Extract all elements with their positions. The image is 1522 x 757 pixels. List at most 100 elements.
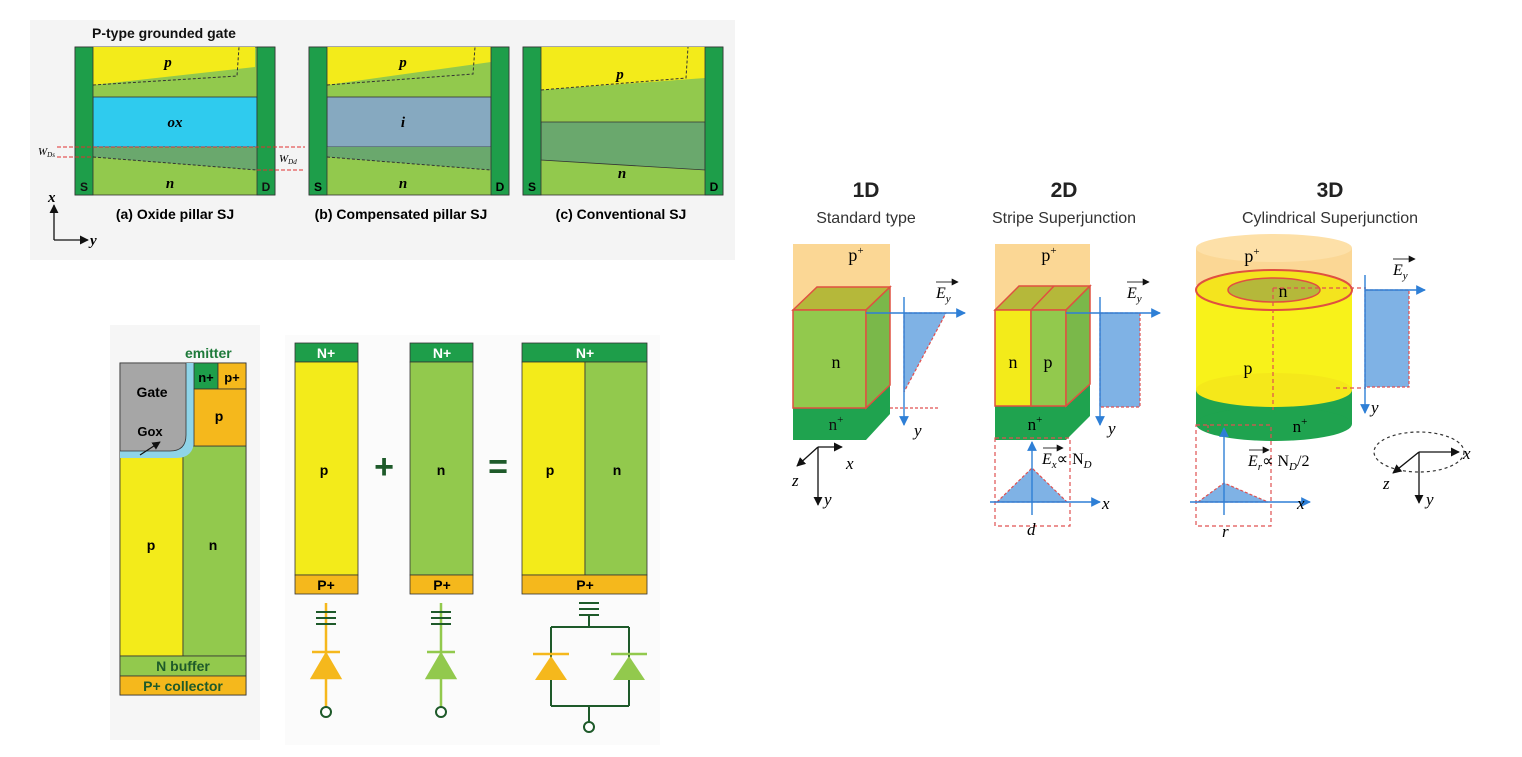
p-collector-layer xyxy=(119,675,247,696)
subtitle-2d: Stripe Superjunction xyxy=(992,210,1136,227)
gox-label: Gox xyxy=(137,424,163,439)
igbt-pplus-region xyxy=(217,362,247,390)
drain-label-c: D xyxy=(710,180,719,194)
y-label-1d-field: y xyxy=(912,421,922,440)
title-1d: 1D xyxy=(853,179,880,202)
source-contact-a xyxy=(74,46,94,196)
structure-b-n-label: n xyxy=(399,176,407,192)
axis-y-3d: y xyxy=(1424,490,1434,509)
compensated-pillar xyxy=(326,96,492,148)
y-label-2d-field: y xyxy=(1106,419,1116,438)
igbt-n-column xyxy=(182,445,247,657)
structure-b-p-region xyxy=(327,47,491,85)
structure-b-depletion-edge xyxy=(326,156,492,171)
column-sj-p-label: p xyxy=(546,462,555,478)
structure-a-depletion-edge xyxy=(92,156,258,171)
axis-x-3d: x xyxy=(1462,444,1471,463)
ex-formula-2d: Ex∝ ND xyxy=(1041,451,1092,471)
source-contact-c xyxy=(522,46,542,196)
source-label-c: S xyxy=(528,180,536,194)
xy-axes-top: x y xyxy=(47,190,97,249)
label-3d-p: p+ xyxy=(1244,246,1259,266)
ey-label-1d: Ey xyxy=(935,285,951,305)
axis-y-label-top: y xyxy=(88,233,97,249)
caption-b: (b) Compensated pillar SJ xyxy=(315,206,488,222)
drain-contact-b xyxy=(490,46,510,196)
structure-b-i-label: i xyxy=(401,115,406,131)
column-n: N+ n P+ xyxy=(409,342,474,718)
wdd-label: WDd xyxy=(279,153,297,166)
label-3d-nplus: n+ xyxy=(1293,416,1308,436)
igbt-pplus-label: p+ xyxy=(224,370,240,385)
n-buffer-label: N buffer xyxy=(156,658,210,674)
ey-label-3d: Ey xyxy=(1392,262,1408,282)
axis-x-label-top: x xyxy=(47,190,56,206)
xyz-axes-1d: x y z xyxy=(791,442,854,509)
r-dimension-label: r xyxy=(1222,522,1229,541)
superposition-panel: N+ p P+ + N+ n P+ xyxy=(285,335,660,745)
structure-c-p-label: p xyxy=(614,67,624,83)
caption-c: (c) Conventional SJ xyxy=(556,206,687,222)
label-2d-nplus: n+ xyxy=(1028,414,1043,434)
structure-c: p n S D (c) Conventional SJ xyxy=(522,46,724,222)
sj-structures-panel: P-type grounded gate p ox n S D (a) Oxid… xyxy=(30,20,735,260)
igbt-pwell-label: p xyxy=(215,408,224,424)
igbt-nplus-label: n+ xyxy=(198,370,214,385)
parallel-diodes-symbol xyxy=(533,602,647,733)
source-contact-b xyxy=(308,46,328,196)
axis-y-1d: y xyxy=(822,490,832,509)
drain-contact-a xyxy=(256,46,276,196)
grounded-gate-header: P-type grounded gate xyxy=(92,25,236,41)
structure-a-n-label: n xyxy=(166,176,174,192)
axis-z-1d: z xyxy=(791,471,799,490)
label-3d-p-shell: p xyxy=(1244,358,1253,378)
column-n-body xyxy=(409,361,474,576)
structure-a-p-region xyxy=(93,47,255,85)
ey-label-2d: Ey xyxy=(1126,285,1142,305)
wds-label: WDs xyxy=(38,146,55,159)
label-2d-p-stripe: p xyxy=(1044,352,1053,372)
structure-b: p i n S D (b) Compensated pillar SJ xyxy=(308,46,510,222)
source-label-a: S xyxy=(80,180,88,194)
column-p-bottom-label: P+ xyxy=(317,577,335,593)
gate-label: Gate xyxy=(136,384,167,400)
structure-c-n-label: n xyxy=(618,166,626,182)
column-n-bottom-label: P+ xyxy=(433,577,451,593)
drain-contact-c xyxy=(704,46,724,196)
igbt-p-well xyxy=(193,388,247,447)
igbt-nplus-region xyxy=(193,362,219,390)
collector-label: P+ collector xyxy=(143,678,223,694)
structure-c-p-region xyxy=(541,47,705,90)
title-2d: 2D xyxy=(1051,179,1078,202)
column-p-mid-label: p xyxy=(320,462,329,478)
label-2d-n-stripe: n xyxy=(1009,352,1018,372)
column-n-mid-label: n xyxy=(437,462,446,478)
axis-x-1d: x xyxy=(845,454,854,473)
sj-igbt-panel: emitter Gate Gox n+ p+ p p n N buffer P+… xyxy=(110,325,260,740)
x-label-2d-field: x xyxy=(1101,494,1110,513)
column-sj-bottom-label: P+ xyxy=(576,577,594,593)
structure-b-p-label: p xyxy=(397,55,407,71)
column-sj-p xyxy=(521,361,586,576)
block-2d: p+ n p n+ Ey y Ex∝ ND x d xyxy=(990,244,1161,539)
structure-b-p-boundary xyxy=(326,46,476,86)
block-3d: p+ n p n+ Ey y Er∝ ND/2 x r xyxy=(1190,234,1426,541)
label-3d-n-core: n xyxy=(1279,281,1288,301)
label-1d-p: p+ xyxy=(848,245,863,265)
column-p-pplus xyxy=(294,574,359,595)
emitter-label: emitter xyxy=(185,345,232,361)
d-dimension-label: d xyxy=(1027,520,1036,539)
x-label-3d-field: x xyxy=(1296,494,1305,513)
column-n-pplus xyxy=(409,574,474,595)
structure-a-ox-label: ox xyxy=(168,115,184,131)
column-sj: N+ p n P+ xyxy=(521,342,648,733)
drain-label-a: D xyxy=(262,180,271,194)
column-p-body xyxy=(294,361,359,576)
title-3d: 3D xyxy=(1317,179,1344,202)
column-sj-n-label: n xyxy=(613,462,622,478)
column-p-top-label: N+ xyxy=(317,345,335,361)
column-sj-top-label: N+ xyxy=(576,345,594,361)
cylindrical-axes-3d: x y z xyxy=(1373,431,1471,509)
igbt-ncol-label: n xyxy=(209,537,218,553)
